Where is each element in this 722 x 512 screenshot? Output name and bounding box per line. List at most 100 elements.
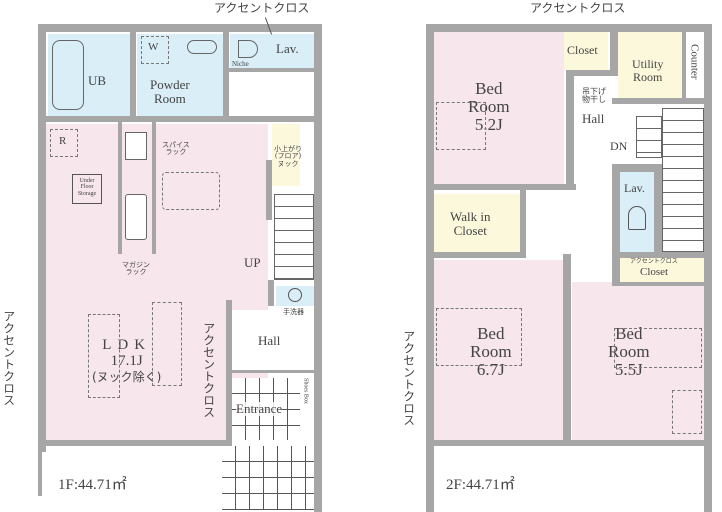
unit-bath-room bbox=[48, 34, 130, 116]
wall bbox=[266, 160, 272, 220]
powder-room bbox=[137, 34, 223, 116]
closet-top-label: Closet bbox=[567, 43, 598, 57]
wall bbox=[232, 370, 314, 373]
staircase-2f-upper bbox=[636, 116, 662, 158]
cooktop bbox=[125, 132, 147, 160]
staircase-1f bbox=[274, 194, 314, 280]
hall-room-1f bbox=[232, 310, 314, 370]
nook-room bbox=[272, 124, 300, 186]
bedroom-5-5j-label: Bed Room 5.5J bbox=[608, 324, 650, 379]
wall bbox=[434, 252, 524, 258]
bedroom-5-5j bbox=[572, 282, 704, 440]
closet-bottom bbox=[618, 258, 704, 282]
hall-room-2f bbox=[574, 76, 618, 256]
wall bbox=[152, 122, 156, 254]
wall bbox=[229, 68, 314, 72]
closet-bottom-label: Closet bbox=[640, 266, 669, 278]
rug bbox=[88, 314, 120, 398]
accent-cross-label-1f-mid: アクセントクロス bbox=[201, 322, 216, 418]
wall bbox=[704, 24, 712, 512]
spice-rack-label: スパイス ラック bbox=[162, 141, 190, 157]
wall bbox=[268, 280, 274, 306]
refrigerator-space bbox=[50, 129, 78, 157]
sink-basin bbox=[187, 40, 217, 54]
powder-room-label: Powder Room bbox=[150, 77, 190, 106]
porch-floor bbox=[222, 446, 314, 510]
wall bbox=[566, 70, 574, 184]
wall bbox=[610, 32, 618, 76]
wall bbox=[612, 164, 662, 172]
accent-cross-label-2f-closet: アクセントクロス bbox=[630, 258, 678, 265]
wall bbox=[612, 252, 704, 258]
washer-space bbox=[141, 36, 169, 64]
wall bbox=[130, 32, 136, 116]
floor-2-area-label: 2F:44.71㎡ bbox=[446, 477, 515, 493]
sofa bbox=[152, 302, 182, 386]
bed-2f-3 bbox=[614, 328, 702, 368]
accent-cross-label-1f-left: アクセントクロス bbox=[1, 310, 16, 406]
drying-rack-label: 吊下げ 物干し bbox=[582, 87, 606, 105]
hand-wash-basin bbox=[288, 288, 302, 302]
staircase-2f bbox=[662, 108, 704, 252]
wall bbox=[314, 24, 322, 512]
wall bbox=[566, 70, 610, 76]
kitchen-sink bbox=[125, 194, 147, 240]
under-floor-storage bbox=[72, 174, 102, 204]
wall bbox=[38, 446, 42, 496]
wall bbox=[612, 282, 704, 286]
wall bbox=[38, 24, 46, 452]
wall bbox=[563, 254, 571, 446]
accent-cross-label-2f-top: アクセントクロス bbox=[530, 1, 626, 15]
wall bbox=[520, 190, 526, 258]
bed-2f-2 bbox=[436, 308, 522, 366]
wall bbox=[426, 24, 712, 32]
ldk-label: LDK 17.1J (ヌック除く) bbox=[92, 337, 162, 384]
wall bbox=[682, 32, 686, 98]
walk-in-closet bbox=[434, 194, 520, 252]
accent-cross-label-2f-left: アクセントクロス bbox=[401, 330, 416, 426]
wall bbox=[223, 32, 229, 116]
floor-1-area-label: 1F:44.71㎡ bbox=[58, 477, 127, 493]
magazine-rack-label: マガジン ラック bbox=[122, 261, 150, 277]
utility-room bbox=[618, 32, 682, 98]
accent-cross-label-1f-top: アクセントクロス bbox=[214, 1, 310, 15]
toilet-icon bbox=[238, 40, 258, 58]
bedroom-5-2j bbox=[434, 32, 564, 184]
bed-2f-1 bbox=[436, 102, 486, 150]
washer-label: W bbox=[148, 41, 159, 53]
wall bbox=[426, 24, 434, 512]
wall bbox=[612, 164, 620, 284]
wall bbox=[226, 300, 232, 446]
walk-in-closet-label: Walk in Closet bbox=[450, 209, 491, 238]
wall bbox=[612, 98, 704, 104]
counter-label: Counter bbox=[688, 44, 701, 80]
wall bbox=[38, 440, 228, 446]
refrigerator-label: R bbox=[59, 135, 67, 147]
entrance-label: Entrance bbox=[236, 401, 283, 416]
utility-room-label: Utility Room bbox=[632, 57, 664, 84]
wall bbox=[654, 164, 662, 258]
up-label: UP bbox=[244, 255, 261, 270]
hall-label-1f: Hall bbox=[258, 333, 281, 348]
dn-label: DN bbox=[610, 139, 628, 153]
under-floor-storage-label: Under Floor Storage bbox=[77, 178, 97, 197]
bathtub bbox=[52, 40, 84, 110]
bedroom-6-7j-label: Bed Room 6.7J bbox=[470, 324, 512, 379]
lav-label-1f: Lav. bbox=[276, 41, 299, 56]
desk-2f bbox=[672, 390, 702, 434]
wall bbox=[118, 122, 122, 254]
wall bbox=[38, 116, 314, 122]
bedroom-5-2j-label: Bed Room 5.2J bbox=[468, 79, 510, 134]
wall bbox=[434, 184, 576, 190]
hall-label-2f: Hall bbox=[582, 111, 605, 126]
nook-label: 小上がり (フロア) ヌック bbox=[274, 145, 302, 168]
niche-label: Niche bbox=[232, 60, 249, 68]
bedroom-6-7j bbox=[434, 260, 564, 440]
lav-label-2f: Lav. bbox=[624, 181, 645, 195]
hand-wash-label: 手洗器 bbox=[283, 308, 304, 316]
wall bbox=[38, 24, 322, 32]
dining-table bbox=[162, 172, 220, 210]
toilet-icon bbox=[628, 206, 646, 230]
shoes-box-label: Shoes Box bbox=[302, 378, 309, 404]
closet-top bbox=[564, 32, 608, 70]
